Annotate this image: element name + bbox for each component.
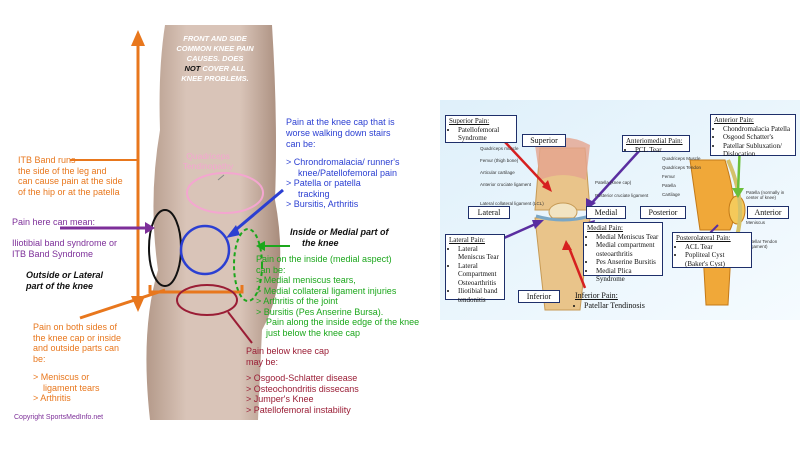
itb-text: ITB Band runs the side of the leg and ca… <box>18 155 123 197</box>
anatomy-side-right-labels: Patella (normally in center of knee) Men… <box>746 190 785 249</box>
label-medial: Medial <box>586 206 626 219</box>
kneecap-text: Pain at the knee cap that is worse walki… <box>286 117 395 149</box>
below-kneecap-text: Pain below knee cap may be: > Osgood-Sch… <box>246 346 359 415</box>
anatomy-front-labels: Quadriceps muscle Femur (thigh bone) Art… <box>480 146 544 206</box>
front-tibia <box>534 217 591 311</box>
superior-pain-box: Superior Pain: Patellofemoral Syndrome <box>445 115 517 143</box>
knee-illustration <box>60 25 290 420</box>
label-lateral: Lateral <box>468 206 510 219</box>
front-quad-muscle <box>535 137 590 180</box>
side-patella <box>728 195 746 225</box>
header-text: FRONT AND SIDE COMMON KNEE PAIN CAUSES. … <box>176 34 254 83</box>
anteriomedial-pain-box: Anteriomedial Pain: PCL Tear <box>622 135 690 154</box>
both-sides-bracket <box>148 285 244 294</box>
quadriceps-text: Quadriceps Tendinopathy <box>182 151 234 171</box>
label-anterior: Anterior <box>747 206 789 219</box>
pain-here-text: Pain here can mean: <box>12 217 96 227</box>
label-posterior: Posterior <box>640 206 686 219</box>
anatomy-side-labels: Quadriceps Muscle Quadriceps Tendon Femu… <box>662 156 701 197</box>
lateral-pain-box: Lateral Pain: Lateral Meniscus Tear Late… <box>445 234 505 304</box>
inferior-pain-box: Inferior Pain: Patellar Tendinosis <box>572 290 672 312</box>
label-superior: Superior <box>522 134 566 147</box>
below-kneecap-circle <box>176 284 238 316</box>
medial-text: Pain on the inside (medial aspect) can b… <box>256 254 420 338</box>
anatomy-front-right-labels: Patella (knee cap) Posterior cruciate li… <box>595 180 649 198</box>
kneecap-circle <box>179 224 231 276</box>
both-sides-text: Pain on both sides of the knee cap or in… <box>33 322 122 403</box>
leg-shape <box>146 25 281 420</box>
left-knee-diagram: FRONT AND SIDE COMMON KNEE PAIN CAUSES. … <box>12 25 420 421</box>
itb-arrow-head-top <box>131 30 145 46</box>
medial-pain-box: Medial Pain: Medial Meniscus Tear Medial… <box>583 222 663 283</box>
right-knee-diagram: Quadriceps muscle Femur (thigh bone) Art… <box>440 100 800 320</box>
copyright-text: Copyright SportsMedInfo.net <box>14 414 104 421</box>
posterolateral-pain-box: Posterolateral Pain: ACL Tear Popliteal … <box>672 232 752 268</box>
quadriceps-circle <box>186 172 264 214</box>
label-inferior: Inferior <box>518 290 560 303</box>
medial-oval <box>233 228 263 302</box>
front-meniscus <box>535 214 591 222</box>
itb-syndrome-text: Iliotibial band syndrome or ITB Band Syn… <box>12 238 118 259</box>
kneecap-causes: > Chrondromalacia/ runner's knee/Patello… <box>286 157 400 209</box>
anterior-pain-box: Anterior Pain: Chondromalacia Patella Os… <box>710 114 796 158</box>
inside-medial-text: Inside or Medial part of the knee <box>290 227 389 248</box>
outside-lateral-text: Outside or Lateral part of the knee <box>26 270 104 291</box>
